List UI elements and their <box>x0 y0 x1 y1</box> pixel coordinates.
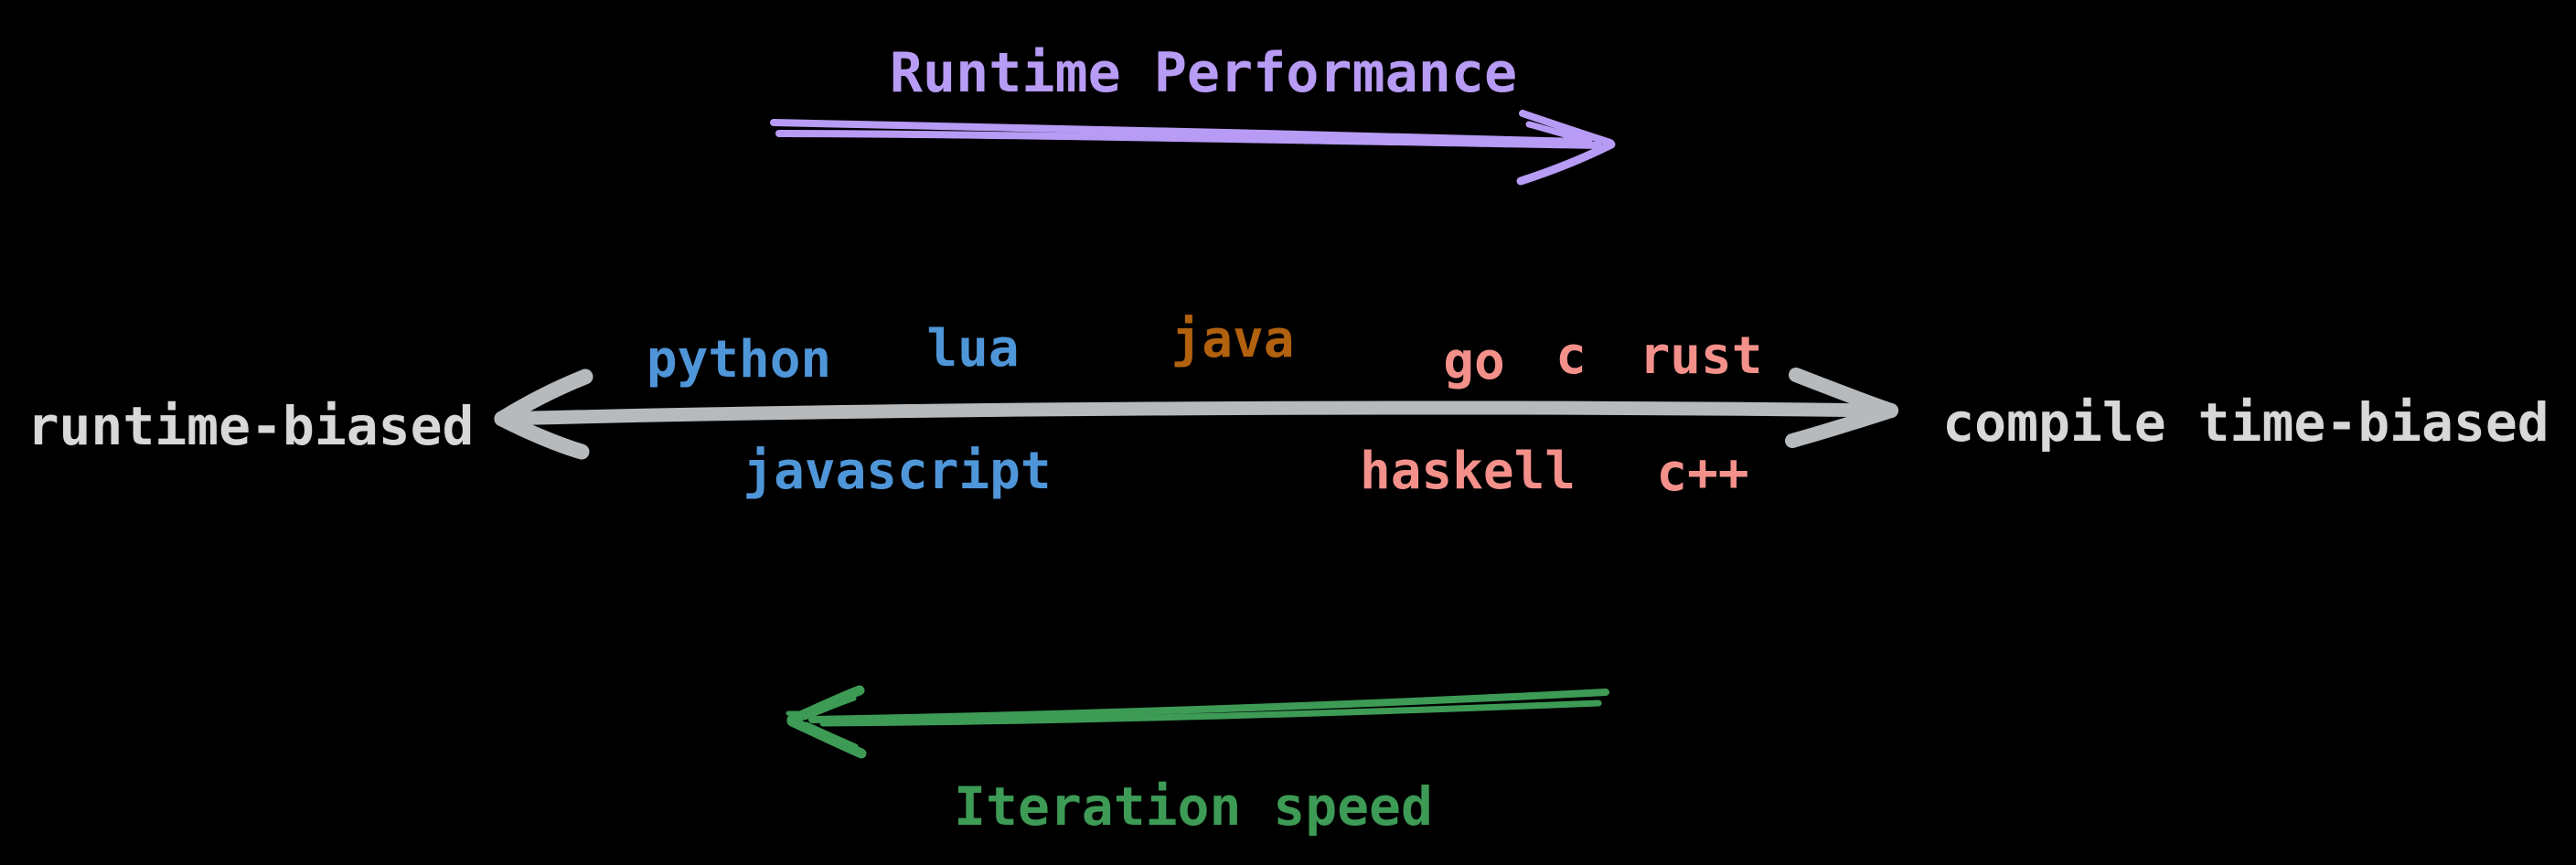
iteration-speed-label: Iteration speed <box>954 775 1433 838</box>
language-label-javascript: javascript <box>743 442 1052 501</box>
runtime-performance-label: Runtime Performance <box>889 41 1518 105</box>
language-label-rust: rust <box>1639 326 1763 386</box>
language-label-python: python <box>646 330 832 390</box>
language-label-c: c <box>1555 326 1587 386</box>
language-label-haskell: haskell <box>1359 442 1577 501</box>
axis-left-label: runtime-biased <box>27 395 475 457</box>
iteration-speed-arrow <box>786 685 1609 759</box>
axis-right-label: compile time-biased <box>1942 391 2549 454</box>
language-label-java: java <box>1170 310 1295 369</box>
language-label-lua: lua <box>926 319 1020 379</box>
language-label-cpp: c++ <box>1656 443 1749 503</box>
language-label-go: go <box>1443 332 1505 391</box>
spectrum-axis-arrow <box>494 368 1898 460</box>
runtime-performance-arrow <box>770 110 1616 186</box>
